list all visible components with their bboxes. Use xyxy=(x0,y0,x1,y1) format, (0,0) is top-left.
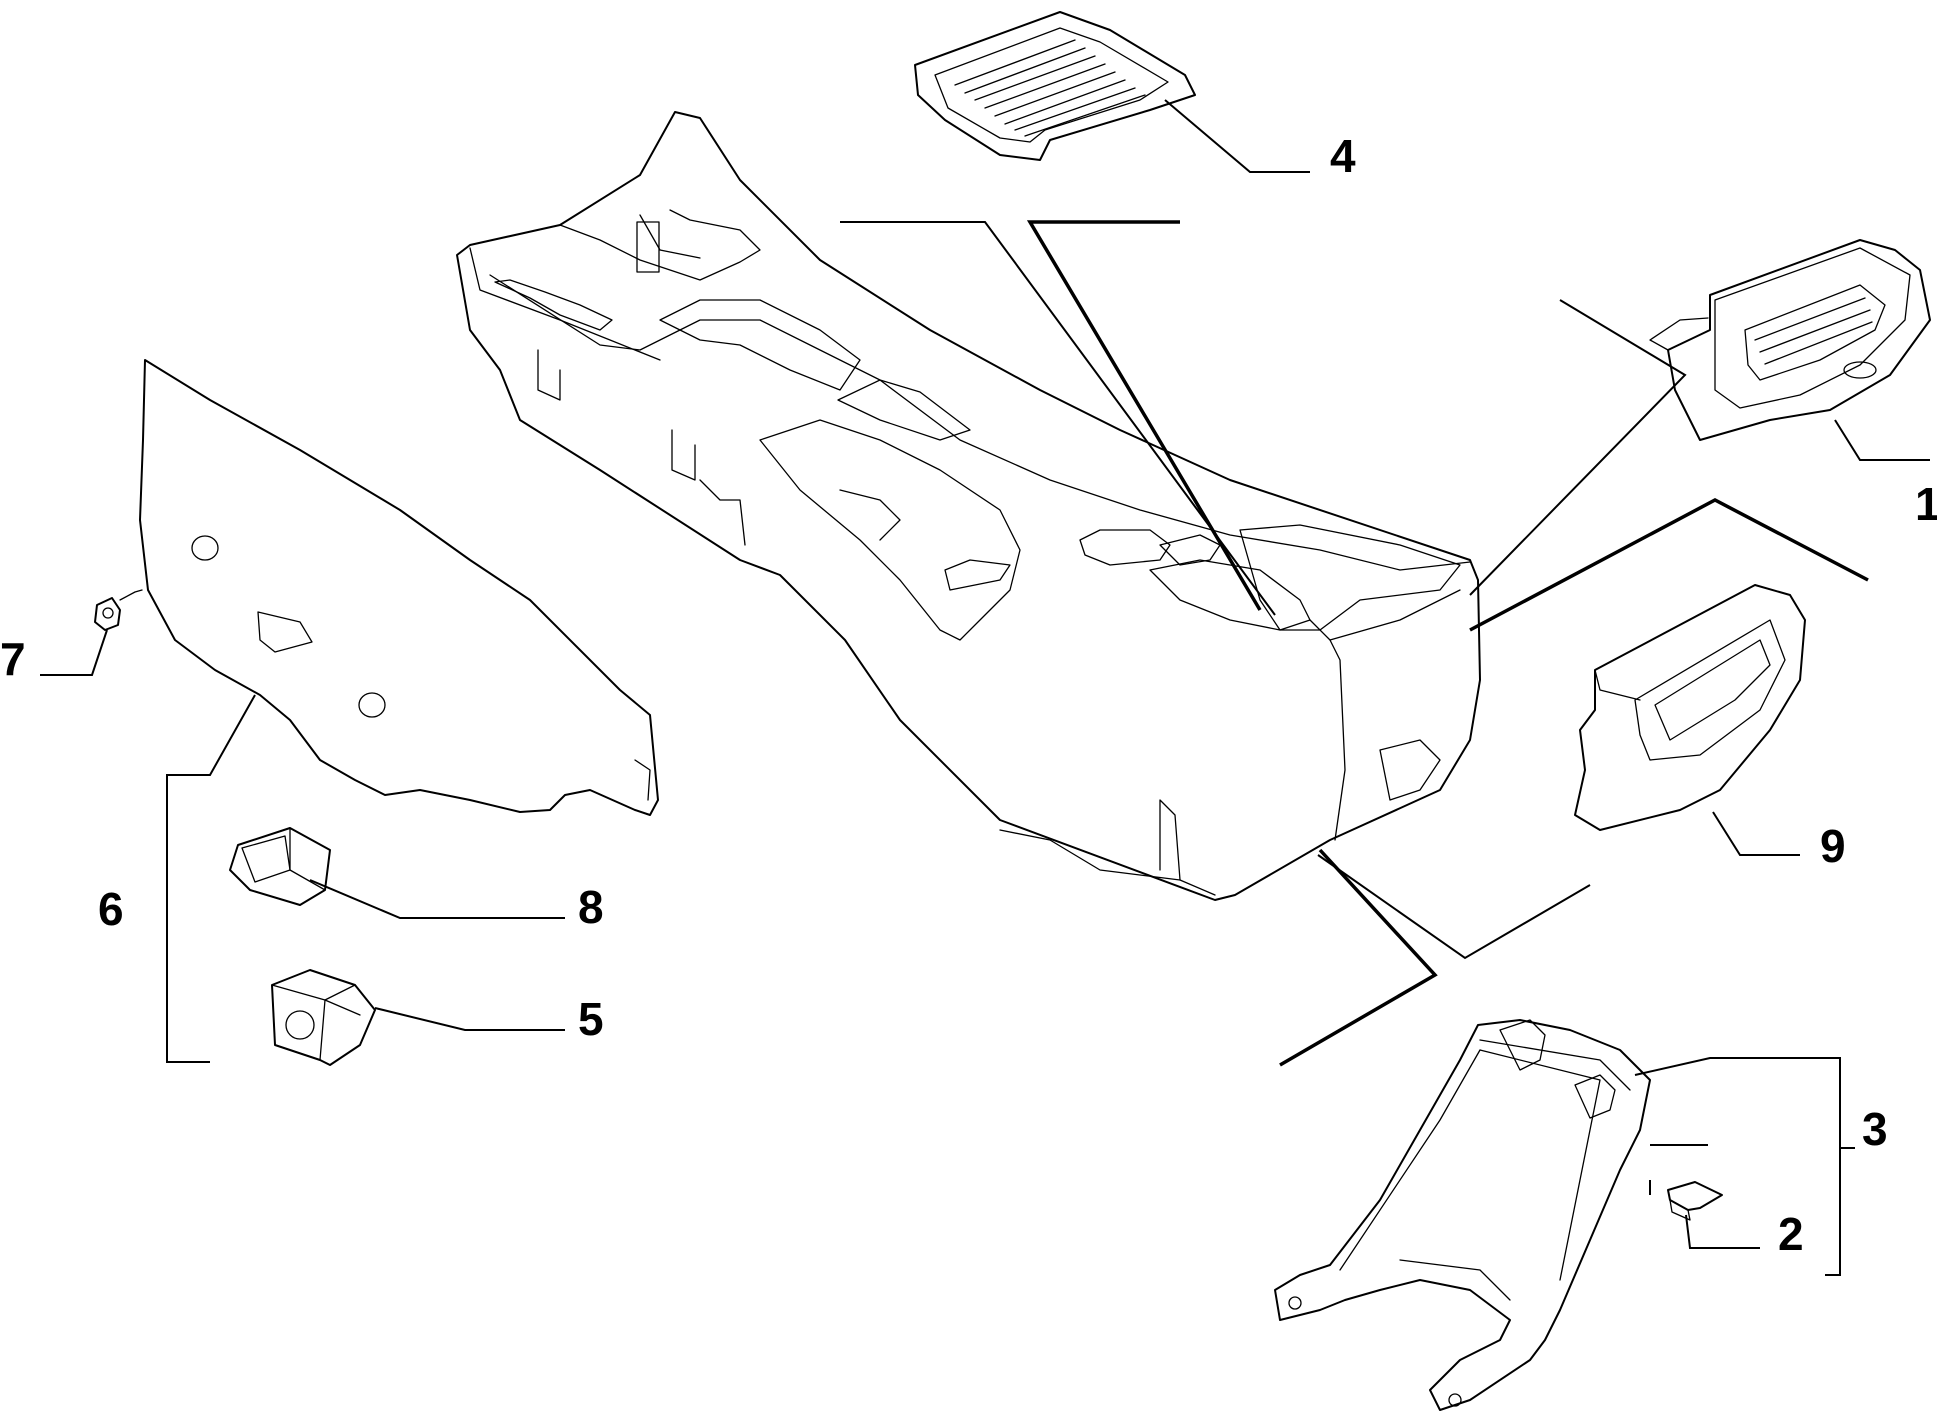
callout-2: 2 xyxy=(1778,1208,1804,1260)
part-2-small-clip xyxy=(1667,1181,1723,1221)
callout-3: 3 xyxy=(1862,1103,1888,1155)
callout-9: 9 xyxy=(1820,820,1846,872)
part-8-switch xyxy=(229,827,331,906)
callout-5: 5 xyxy=(578,993,604,1045)
callout-1: 1 xyxy=(1915,478,1937,530)
callout-4: 4 xyxy=(1330,130,1356,182)
part-1-rear-vent xyxy=(1649,239,1931,441)
callout-7: 7 xyxy=(0,633,26,685)
callout-6: 6 xyxy=(98,883,124,935)
callout-8: 8 xyxy=(578,881,604,933)
part-6-side-panel xyxy=(139,359,659,816)
part-7-clip xyxy=(94,589,143,631)
part-3-rear-bracket xyxy=(1274,1019,1651,1411)
part-5-socket xyxy=(271,969,376,1066)
part-9-console-insert xyxy=(1574,584,1806,831)
center-console xyxy=(456,111,1481,901)
part-4-rubber-mat xyxy=(914,11,1196,161)
assembly-guide-lines xyxy=(840,220,1869,1195)
callout-labels: 1 2 3 4 5 6 7 8 9 xyxy=(0,130,1937,1260)
